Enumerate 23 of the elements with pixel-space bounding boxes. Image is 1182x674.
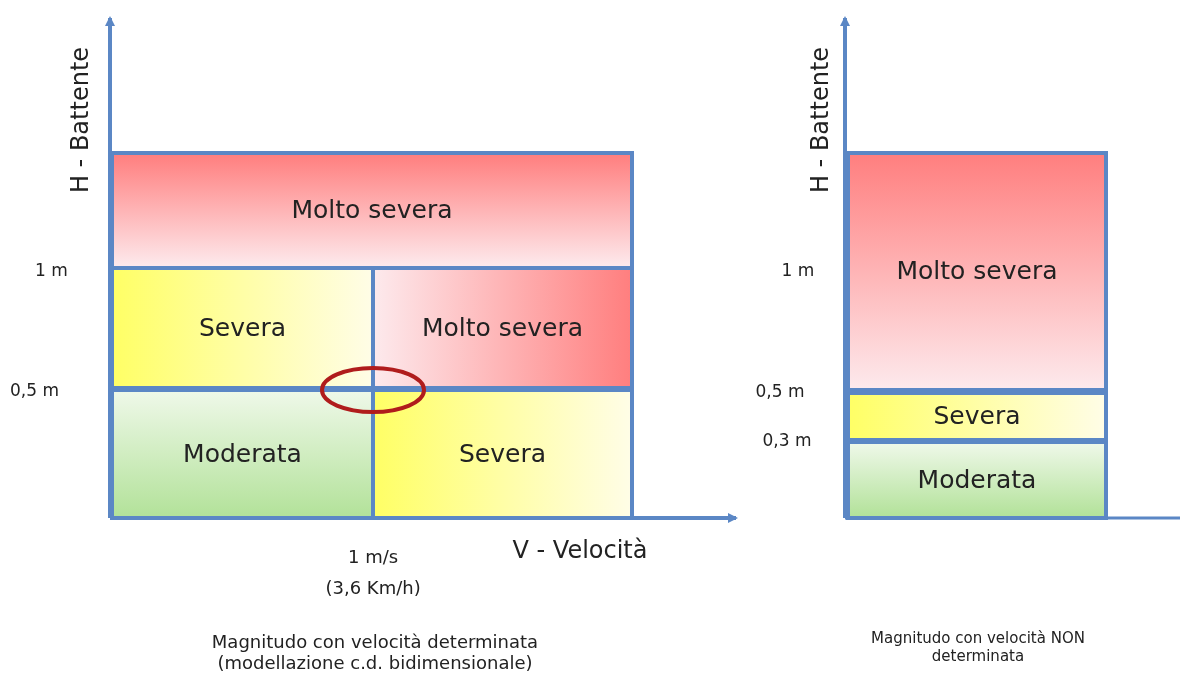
- zone-label: Molto severa: [896, 255, 1058, 288]
- caption: Magnitudo con velocità determinata (modellazione c.d. bidimensionale): [210, 630, 540, 674]
- zone-label: Moderata: [917, 463, 1037, 496]
- zone-label: Severa: [199, 311, 286, 344]
- zone-label: Severa: [933, 400, 1021, 433]
- axis-title: H - Battente: [66, 46, 95, 194]
- tick-label: 1 m: [35, 260, 68, 280]
- tick-label: 0,5 m: [755, 381, 805, 401]
- severity-zone: [846, 440, 1108, 520]
- zone-label: Severa: [459, 437, 546, 470]
- caption: Magnitudo con velocità NON determinata: [870, 629, 1086, 665]
- zone-label: Molto severa: [291, 194, 453, 227]
- tick-label: 0,5 m: [10, 380, 59, 400]
- severity-zone: [846, 391, 1108, 442]
- zone-label: Molto severa: [421, 311, 583, 344]
- tick-label: (3,6 Km/h): [325, 576, 421, 598]
- zone-label: Moderata: [183, 437, 302, 470]
- axis-title: H - Battente: [806, 46, 835, 194]
- tick-label: 0,3 m: [762, 430, 812, 450]
- severity-zone: [846, 151, 1108, 392]
- tick-label: 1 m/s: [348, 545, 399, 567]
- axis-title: V - Velocità: [512, 536, 648, 564]
- tick-label: 1 m: [781, 260, 815, 280]
